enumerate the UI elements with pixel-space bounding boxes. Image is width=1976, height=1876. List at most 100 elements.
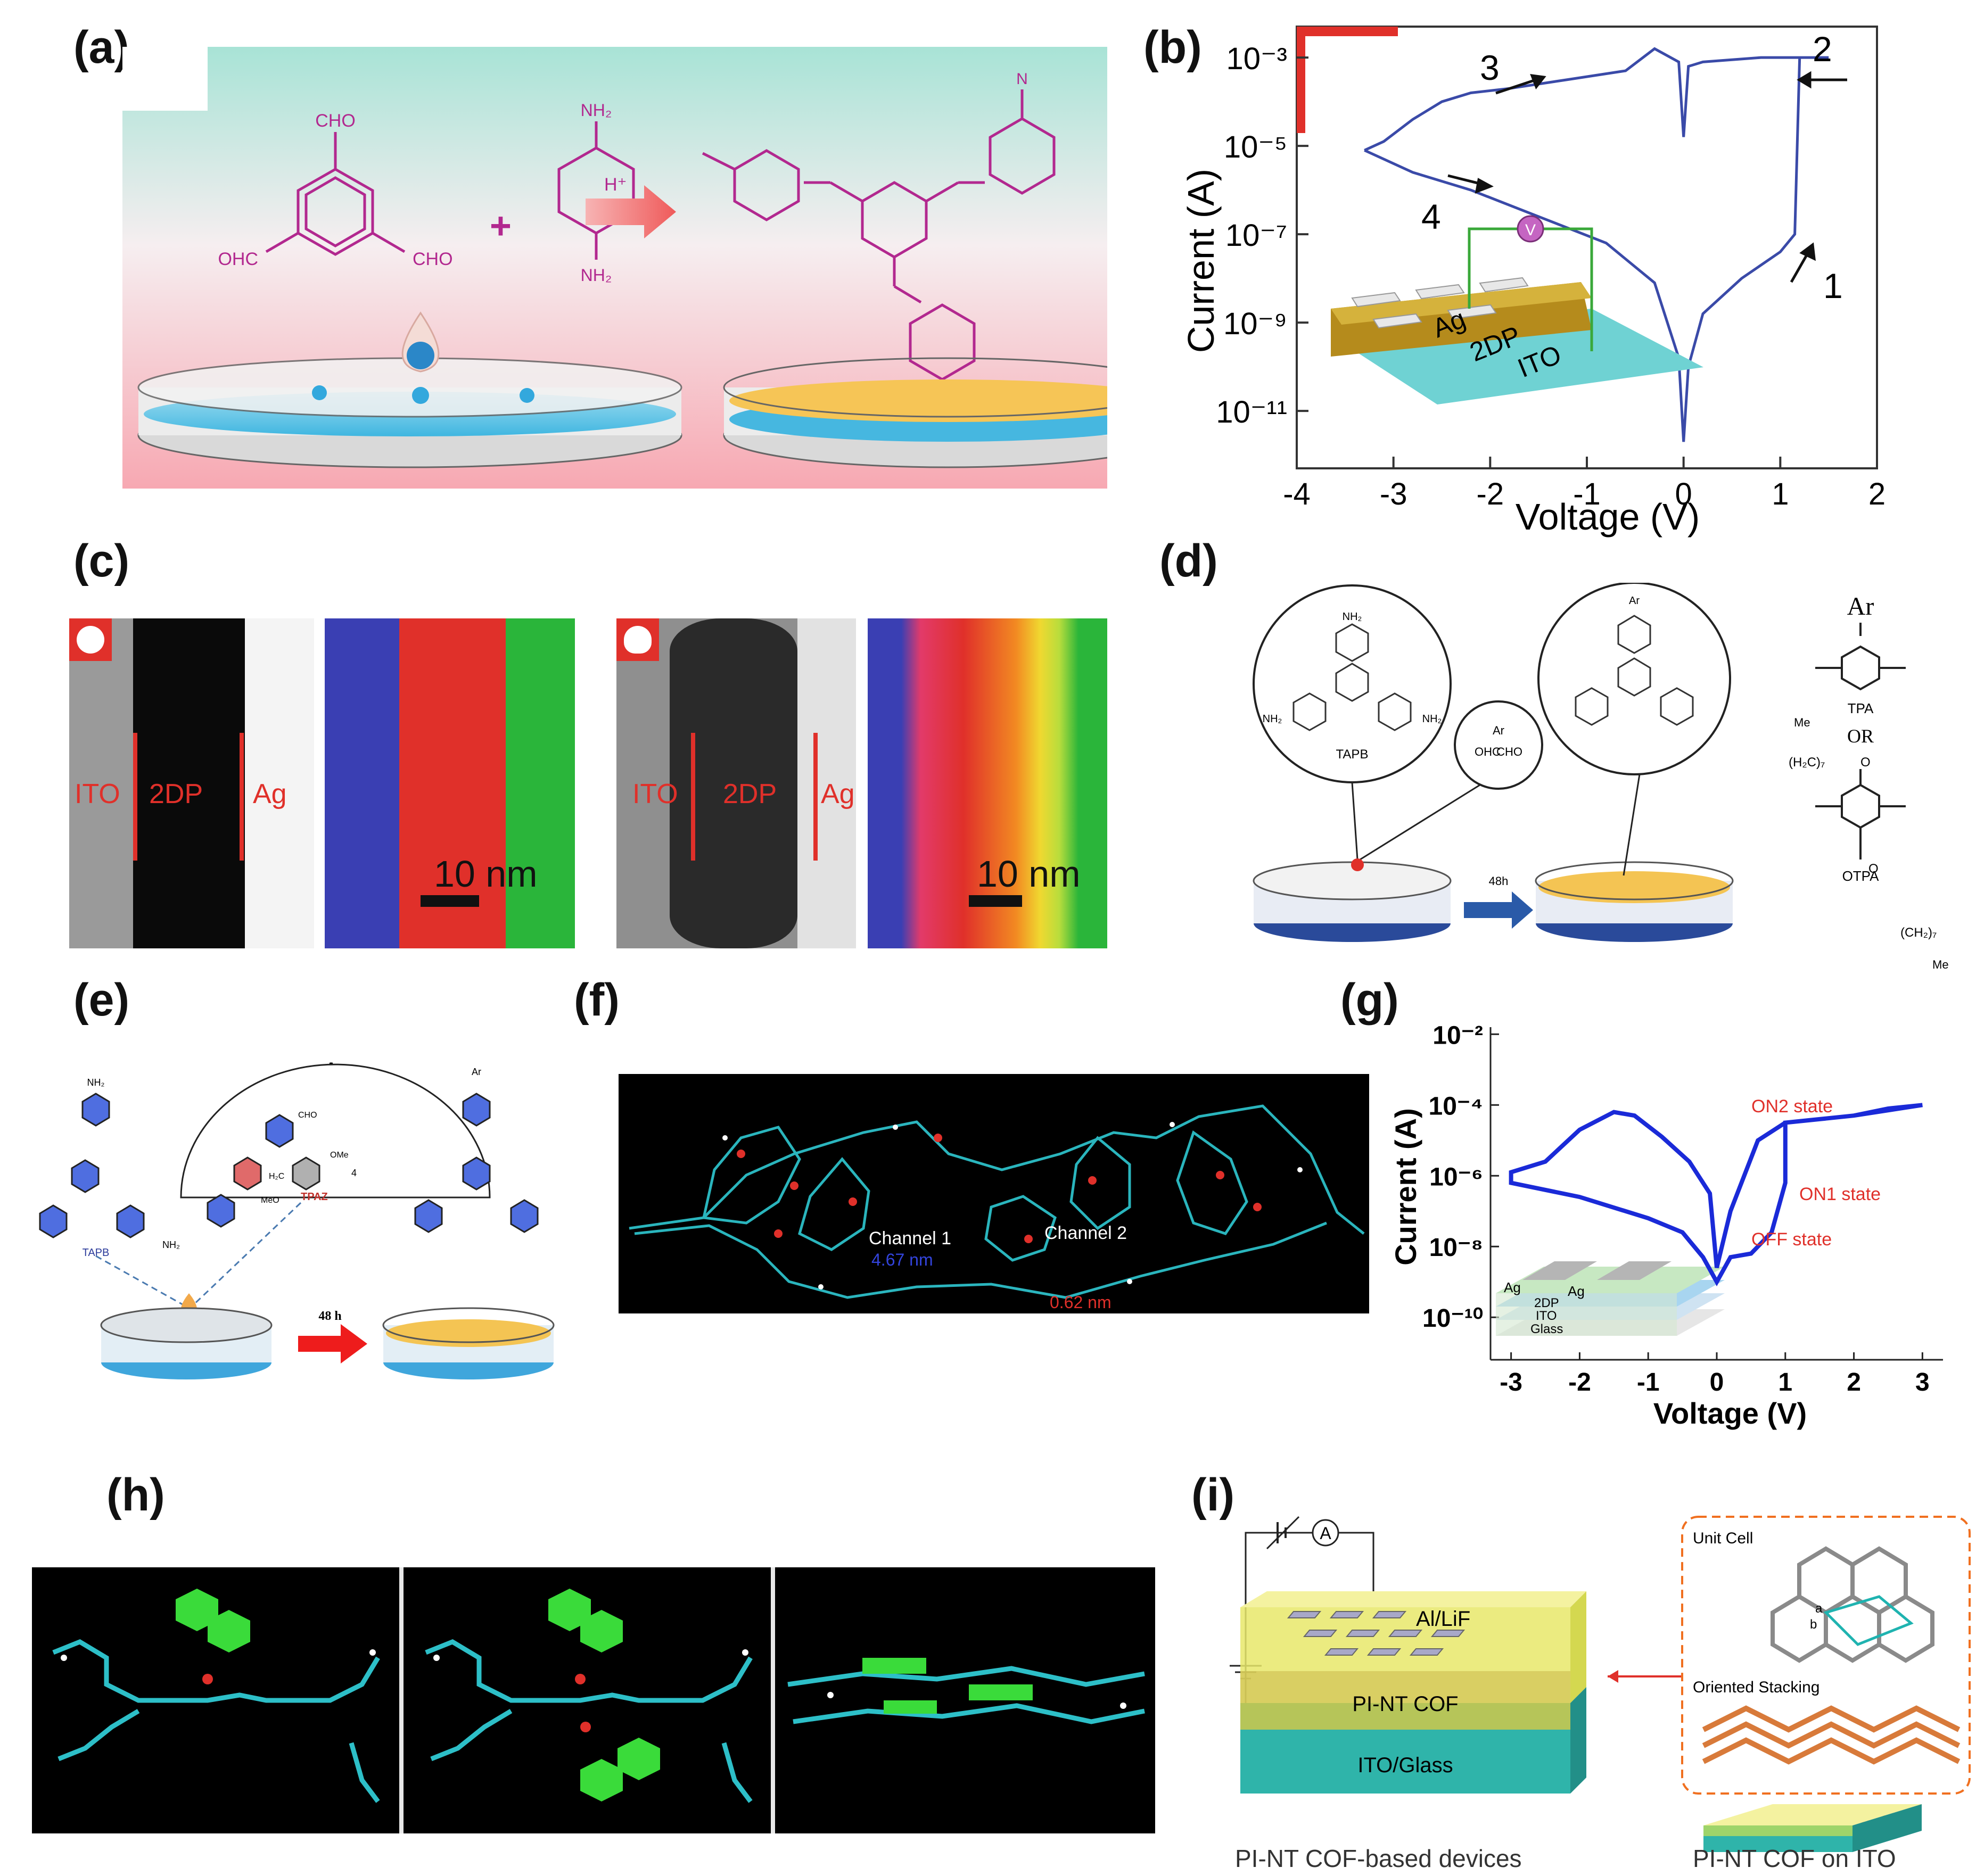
x-tick-label: -3 [1380, 477, 1407, 511]
molecule-drawings [52, 1589, 1145, 1803]
panel-i: A Al/LiF PI-NT COF ITO/Glass Unit Cell [1224, 1506, 1975, 1873]
me-top-label: Me [1794, 716, 1810, 729]
pore-structure-render: Channel 1 4.67 nm Channel 2 0.62 nm [629, 1104, 1365, 1312]
x-tick-label-g: 3 [1915, 1368, 1930, 1396]
tem-2dp-label-right: 2DP [723, 779, 777, 809]
panel-label-b: (b) [1143, 22, 1202, 73]
o-bottom-label: O [1868, 862, 1879, 876]
x-tick-label: -1 [1573, 477, 1601, 511]
panel-label-f: (f) [574, 974, 620, 1026]
y-axis-label: Current (A) [1180, 169, 1222, 353]
tapb-nh2-left: NH₂ [1263, 713, 1282, 725]
panel-label-g: (g) [1340, 974, 1399, 1026]
tpa-label: TPA [1848, 700, 1874, 716]
scale-bar-label-right: 10 nm [977, 853, 1081, 895]
panel-label-i: (i) [1191, 1469, 1235, 1520]
substrate-label: ITO/Glass [1357, 1754, 1453, 1777]
channel-1-size: 4.67 nm [871, 1250, 933, 1269]
inset-glass-label: Glass [1530, 1322, 1563, 1336]
cho-label-e: CHO [298, 1111, 317, 1120]
off-state-label: OFF state [1751, 1229, 1832, 1250]
unit-cell-label: Unit Cell [1693, 1530, 1753, 1547]
panel-a: CHO OHC CHO + NH₂ NH₂ H⁺ N [122, 47, 1107, 489]
o-top-label: O [1860, 755, 1871, 770]
red-corner-mark-vertical [1297, 27, 1305, 133]
ar-linker-label: Ar [1493, 724, 1504, 737]
panel-h [32, 1567, 1155, 1833]
sweep-label-3: 3 [1480, 48, 1500, 87]
stacking-label: Oriented Stacking [1693, 1679, 1819, 1696]
acid-catalyst-label: H⁺ [604, 175, 627, 195]
panel-label-d: (d) [1159, 535, 1218, 586]
y-tick-label: 10⁻⁵ [1224, 130, 1287, 164]
y-tick-label-g: 10⁻⁴ [1429, 1092, 1483, 1120]
nh2-top-label: NH₂ [581, 101, 612, 120]
tem-ito-label: ITO [75, 779, 120, 809]
electrode-pads [1287, 1611, 1465, 1656]
reaction-arrow-icon [586, 185, 676, 238]
x-tick-label-g: -2 [1568, 1368, 1591, 1396]
sweep-label-2: 2 [1813, 29, 1832, 69]
caption-device: PI-NT COF-based devices [1235, 1845, 1522, 1872]
eds-map-right: 10 nm [868, 618, 1107, 948]
cof-layer-label: PI-NT COF [1352, 1692, 1458, 1716]
x-axis-label-g: Voltage (V) [1653, 1396, 1807, 1430]
reaction-arrow-icon-e [298, 1324, 367, 1363]
red-corner-mark [1297, 27, 1398, 36]
repeat-four-label: 4 [351, 1168, 357, 1178]
x-tick-label-g: 2 [1847, 1368, 1861, 1396]
nh2-bottom-label: NH₂ [581, 266, 612, 285]
me-bottom-label: Me [1932, 958, 1949, 971]
panel-label-h: (h) [106, 1469, 165, 1520]
molecule-render-3 [775, 1567, 1155, 1833]
y-axis-ticks: 10⁻³10⁻⁵10⁻⁷10⁻⁹10⁻¹¹ [1216, 42, 1308, 429]
x-tick-label-g: 0 [1710, 1368, 1724, 1396]
y-axis-label-g: Current (A) [1389, 1108, 1422, 1266]
eds-map-left: 10 nm [325, 618, 575, 948]
voltmeter-label: V [1525, 221, 1536, 239]
product-ar-label-e: Ar [472, 1067, 481, 1077]
y-tick-label: 10⁻⁷ [1225, 218, 1287, 253]
channel-2-size: 0.62 nm [1050, 1293, 1112, 1312]
ch2-right-label: (CH₂)₇ [1900, 925, 1937, 940]
x-tick-label: 1 [1772, 477, 1789, 511]
tapb-nh2-e-top: NH₂ [87, 1077, 105, 1088]
meo-label: MeO [261, 1196, 279, 1205]
ohc-label: OHC [1475, 745, 1501, 758]
reaction-time-label-e: 48 h [318, 1309, 341, 1323]
channel-2-label: Channel 2 [1044, 1223, 1127, 1243]
tem-ito-label-right: ITO [632, 779, 678, 809]
cho-label: CHO [1496, 745, 1522, 758]
ammeter-icon [1312, 1519, 1339, 1547]
panel-f-structure: Channel 1 4.67 nm Channel 2 0.62 nm [619, 1074, 1369, 1313]
y-tick-label-g: 10⁻¹⁰ [1422, 1304, 1483, 1333]
x-axis-label: Voltage (V) [1516, 496, 1700, 538]
cho-top-label: CHO [315, 111, 356, 131]
h2c-label: H₂C [269, 1172, 284, 1181]
lattice-a-label: a [1815, 1601, 1823, 1616]
tem-image-right: ITO 2DP Ag [616, 618, 856, 948]
petri-dish-right [723, 357, 1107, 468]
panel-a-scheme: CHO OHC CHO + NH₂ NH₂ H⁺ N [122, 47, 1107, 489]
cho-right-label: CHO [413, 249, 453, 269]
inset-ito-label-g: ITO [1536, 1309, 1557, 1323]
x-tick-label-g: -1 [1637, 1368, 1660, 1396]
unit-cell-callout [1681, 1516, 1971, 1795]
sweep-label-1: 1 [1823, 266, 1843, 305]
otpa-label: OTPA [1842, 868, 1880, 884]
iv-sweep-curve [1364, 47, 1829, 442]
panel-label-e: (e) [73, 974, 130, 1026]
sweep-label-4: 4 [1421, 197, 1441, 236]
channel-1-label: Channel 1 [869, 1228, 951, 1249]
device-inset-g [1496, 1261, 1725, 1336]
y-tick-label-g: 10⁻⁶ [1429, 1163, 1483, 1191]
x-tick-label-g: 1 [1778, 1368, 1792, 1396]
red-arrow-icon [1608, 1670, 1618, 1683]
tem-image-left: ITO 2DP Ag [69, 618, 314, 948]
y-tick-label: 10⁻⁹ [1223, 307, 1287, 341]
